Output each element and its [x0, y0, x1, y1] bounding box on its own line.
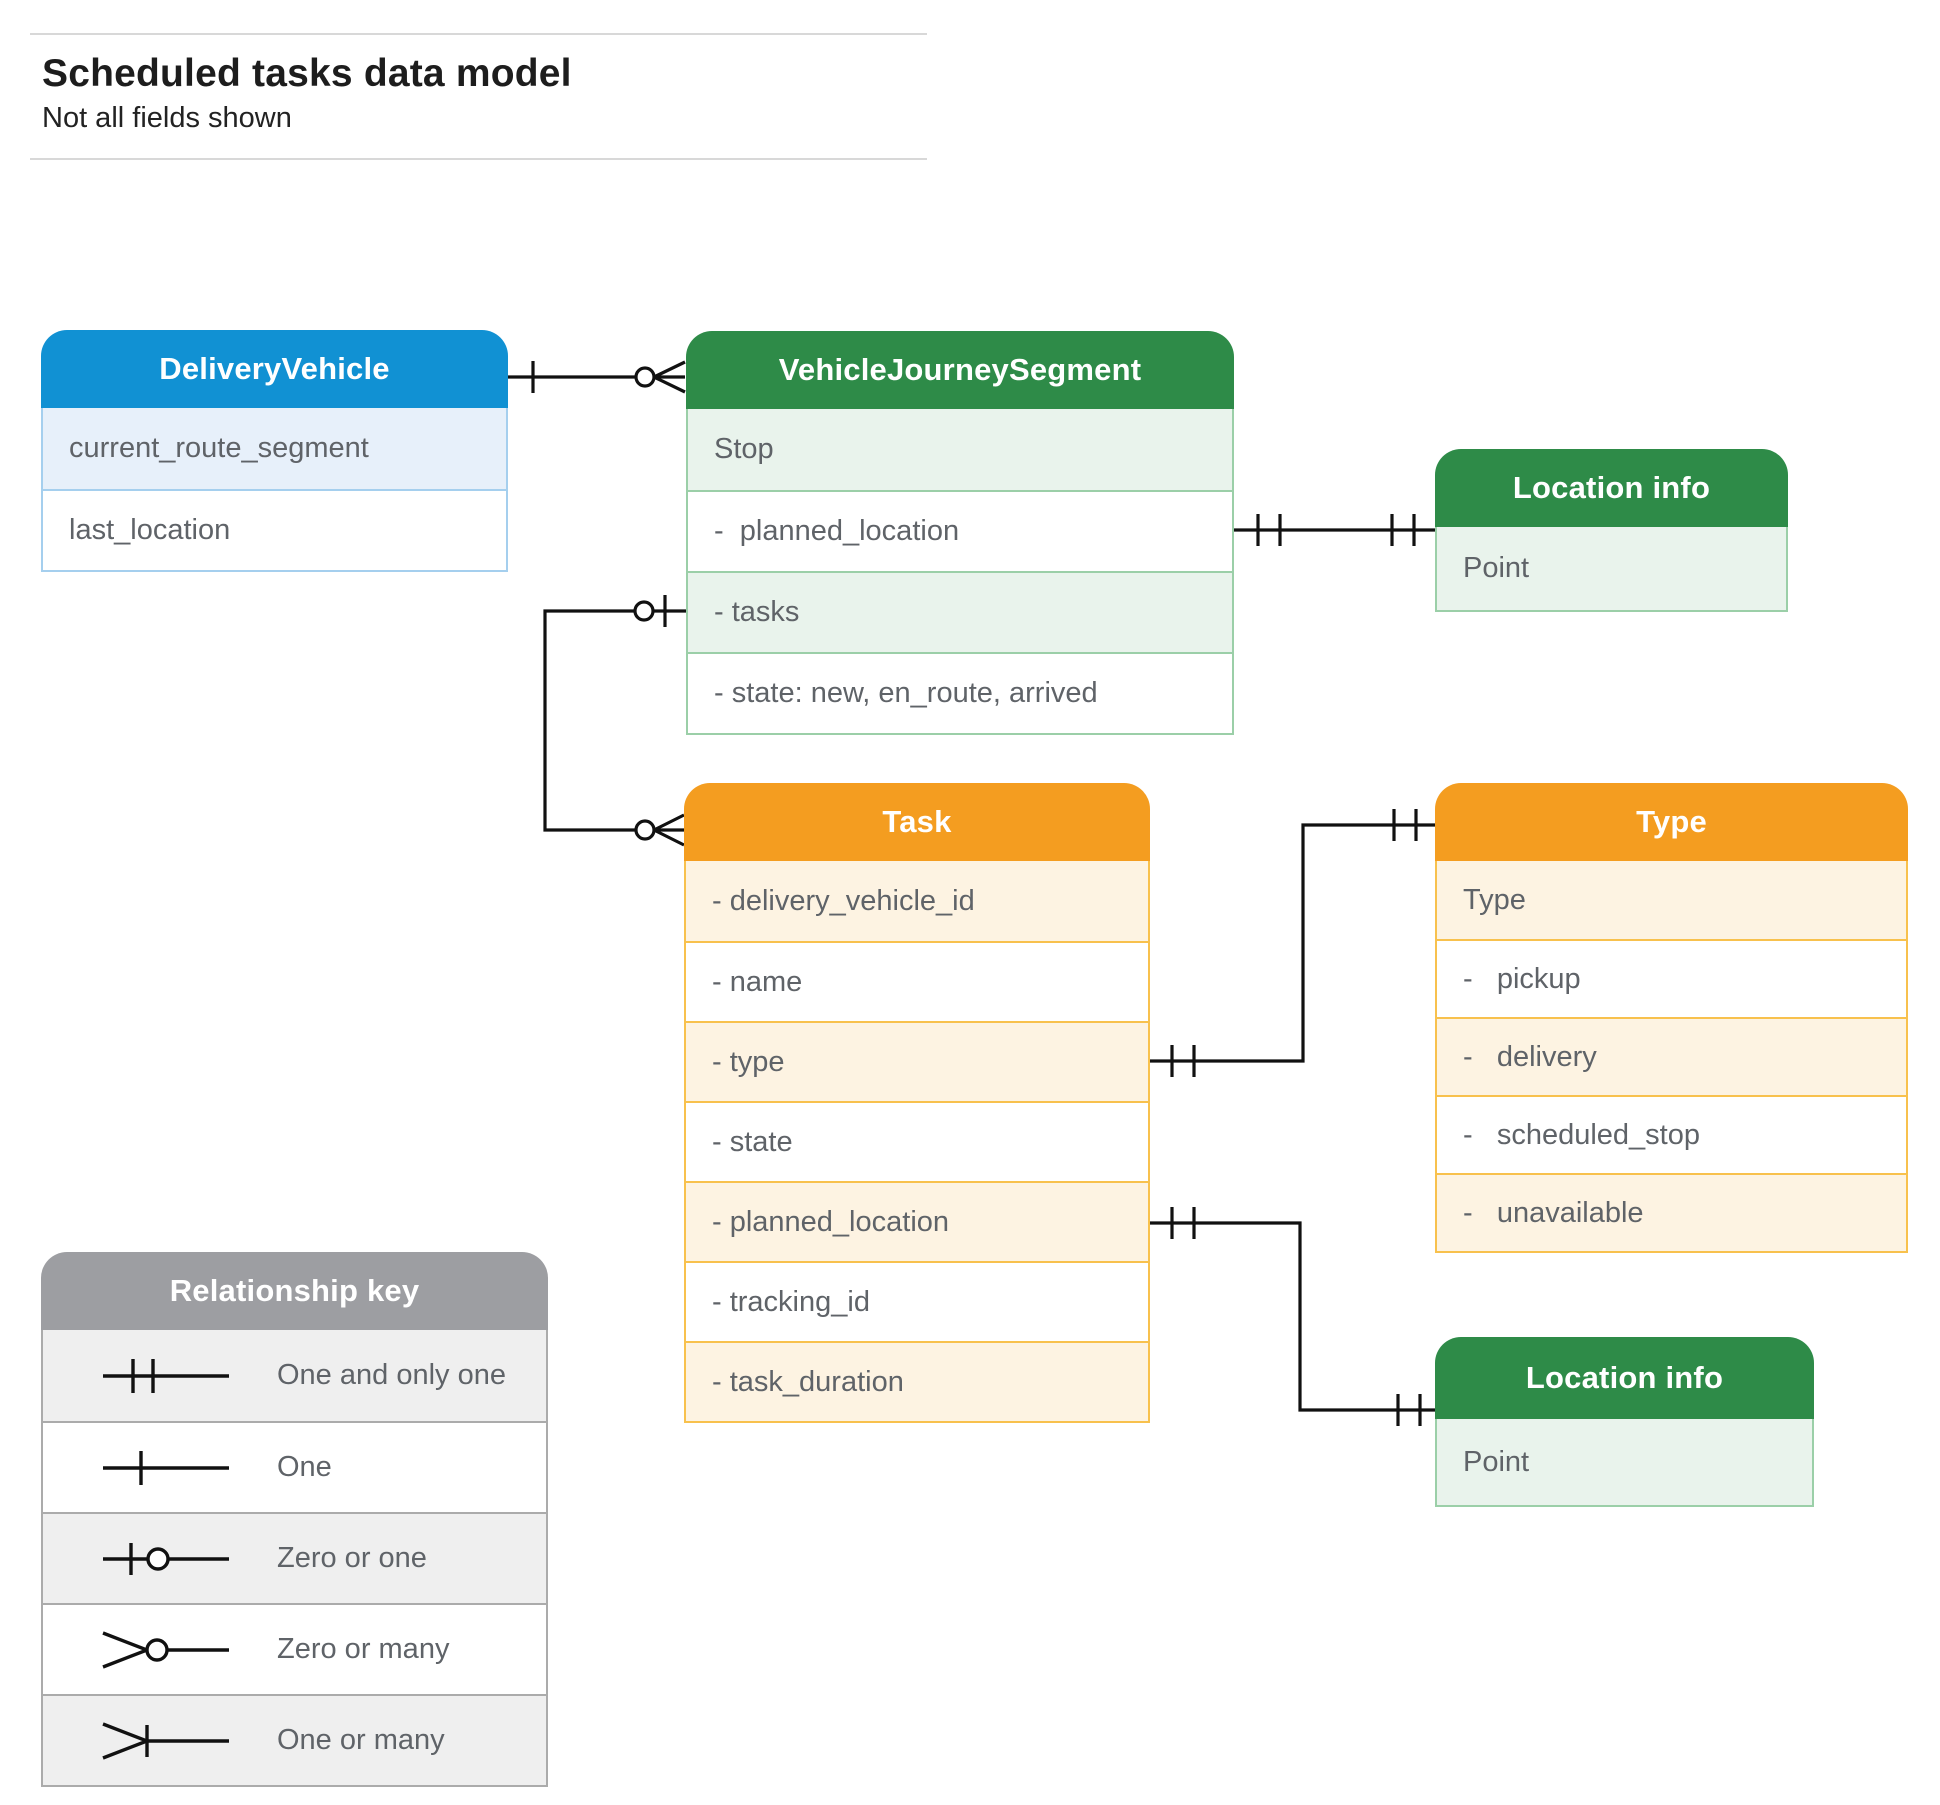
legend-item-zero-or-many: Zero or many [43, 1603, 546, 1694]
legend-item-label: One or many [277, 1724, 445, 1756]
connector-deliveryvehicle-to-vehiclejourneysegment [508, 360, 686, 394]
field-tasks: - tasks [688, 571, 1232, 652]
legend-item-one-and-only-one: One and only one [43, 1330, 546, 1421]
field-delivery-vehicle-id: - delivery_vehicle_id [686, 861, 1148, 941]
cardinality-one-and-only-one-icon [1170, 1045, 1196, 1077]
field-unavailable: - unavailable [1437, 1173, 1906, 1251]
cardinality-one-and-only-one-icon [1392, 809, 1418, 841]
entity-task: Task - delivery_vehicle_id - name - type… [684, 783, 1150, 1423]
cardinality-zero-or-many-icon [102, 1630, 229, 1669]
title-divider [30, 158, 927, 160]
field-current-route-segment: current_route_segment [43, 408, 506, 489]
entity-header: Location info [1435, 1337, 1814, 1419]
field-delivery: - delivery [1437, 1017, 1906, 1095]
top-divider [30, 33, 927, 35]
cardinality-zero-icon [634, 366, 656, 388]
connector-plannedlocation-to-locationinfo-top [1234, 514, 1435, 546]
cardinality-one-or-many-icon [102, 1721, 229, 1760]
entity-location-info-bottom: Location info Point [1435, 1337, 1814, 1507]
entity-delivery-vehicle: DeliveryVehicle current_route_segment la… [41, 330, 508, 572]
legend-item-label: One and only one [277, 1359, 506, 1391]
cardinality-one-icon [103, 1450, 229, 1485]
legend-header: Relationship key [41, 1252, 548, 1330]
entity-header: Location info [1435, 449, 1788, 527]
field-point: Point [1437, 1419, 1812, 1505]
entity-location-info-top: Location info Point [1435, 449, 1788, 612]
connector-tasktype-to-type [1150, 809, 1435, 1077]
legend-item-zero-or-one: Zero or one [43, 1512, 546, 1603]
entity-header: VehicleJourneySegment [686, 331, 1234, 409]
entity-header: DeliveryVehicle [41, 330, 508, 408]
cardinality-many-icon [653, 813, 685, 847]
cardinality-one-and-only-one-icon [1170, 1207, 1196, 1239]
entity-vehicle-journey-segment: VehicleJourneySegment Stop - planned_loc… [686, 331, 1234, 735]
field-scheduled-stop: - scheduled_stop [1437, 1095, 1906, 1173]
field-stop: Stop [688, 409, 1232, 490]
cardinality-one-and-only-one-icon [1396, 1394, 1422, 1426]
field-type-label: Type [1437, 861, 1906, 939]
legend-item-one: One [43, 1421, 546, 1512]
field-type: - type [686, 1021, 1148, 1101]
entity-type: Type Type - pickup - delivery - schedule… [1435, 783, 1908, 1253]
entity-header: Task [684, 783, 1150, 861]
legend-item-label: One [277, 1451, 332, 1483]
cardinality-zero-icon [633, 600, 655, 622]
field-task-duration: - task_duration [686, 1341, 1148, 1421]
connector-taskplannedlocation-to-locationinfo-bottom [1150, 1207, 1435, 1426]
entity-header: Type [1435, 783, 1908, 861]
field-pickup: - pickup [1437, 939, 1906, 1017]
field-point: Point [1437, 527, 1786, 610]
field-name: - name [686, 941, 1148, 1021]
field-planned-location: - planned_location [686, 1181, 1148, 1261]
connector-tasks-to-task [543, 595, 686, 847]
page-subtitle: Not all fields shown [42, 102, 292, 134]
page-title: Scheduled tasks data model [42, 52, 572, 95]
cardinality-one-and-only-one-icon [1390, 514, 1416, 546]
cardinality-many-icon [653, 360, 686, 394]
relationship-key-legend: Relationship key One and only one One [41, 1252, 548, 1787]
cardinality-zero-icon [634, 819, 656, 841]
cardinality-zero-or-one-icon [103, 1542, 229, 1575]
legend-item-one-or-many: One or many [43, 1694, 546, 1785]
field-state: - state: new, en_route, arrived [688, 652, 1232, 733]
field-last-location: last_location [43, 489, 506, 570]
cardinality-one-and-only-one-icon [103, 1358, 229, 1393]
legend-item-label: Zero or one [277, 1542, 427, 1574]
legend-item-label: Zero or many [277, 1633, 450, 1665]
field-planned-location: - planned_location [688, 490, 1232, 571]
field-state: - state [686, 1101, 1148, 1181]
field-tracking-id: - tracking_id [686, 1261, 1148, 1341]
cardinality-one-and-only-one-icon [1256, 514, 1282, 546]
